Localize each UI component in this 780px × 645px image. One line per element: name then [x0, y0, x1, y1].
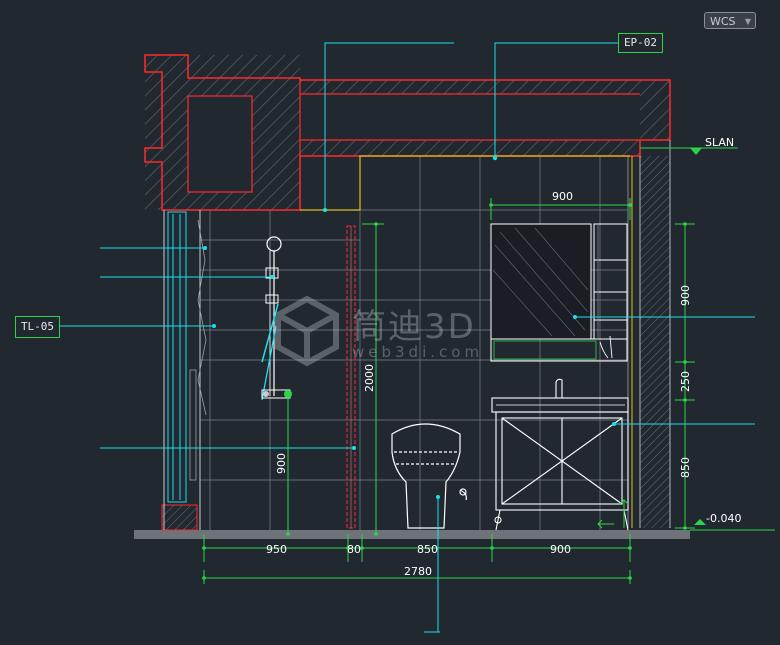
ceiling-structure [144, 54, 671, 211]
wcs-badge[interactable]: WCS ▼ [704, 12, 756, 29]
wall-niche [346, 225, 356, 529]
wall-shelf [593, 223, 628, 340]
chevron-down-icon: ▼ [744, 17, 751, 26]
dim-bottom-850: 850 [417, 543, 438, 556]
right-wall [627, 140, 671, 528]
dim-right-850: 850 [679, 457, 692, 478]
toilet [391, 423, 467, 529]
dim-bottom-900: 900 [550, 543, 571, 556]
level-floor: -0.040 [706, 512, 741, 525]
dim-shower-900: 900 [275, 453, 288, 474]
glass-partition [163, 210, 207, 530]
dim-right-250: 250 [679, 371, 692, 392]
mirror [490, 223, 628, 362]
tag-ep02[interactable]: EP-02 [618, 33, 663, 53]
dim-cabinet-width: 900 [552, 190, 573, 203]
dim-bottom-80: 80 [347, 543, 361, 556]
dim-total: 2780 [404, 565, 432, 578]
leader-dots [203, 155, 616, 499]
tag-tl05[interactable]: TL-05 [15, 316, 60, 338]
dim-right-900: 900 [679, 285, 692, 306]
dim-height-2000: 2000 [363, 364, 376, 392]
dimension-lines [203, 147, 775, 584]
dim-bottom-950: 950 [266, 543, 287, 556]
vanity-cabinet [491, 378, 629, 531]
wcs-label: WCS [710, 15, 736, 28]
ceiling-edge [300, 155, 630, 211]
dimension-ticks [202, 148, 706, 580]
shower-set [261, 236, 292, 401]
wall-tile-grid [200, 156, 628, 530]
floor-slab [134, 504, 690, 539]
level-top: SLAN [705, 136, 734, 149]
